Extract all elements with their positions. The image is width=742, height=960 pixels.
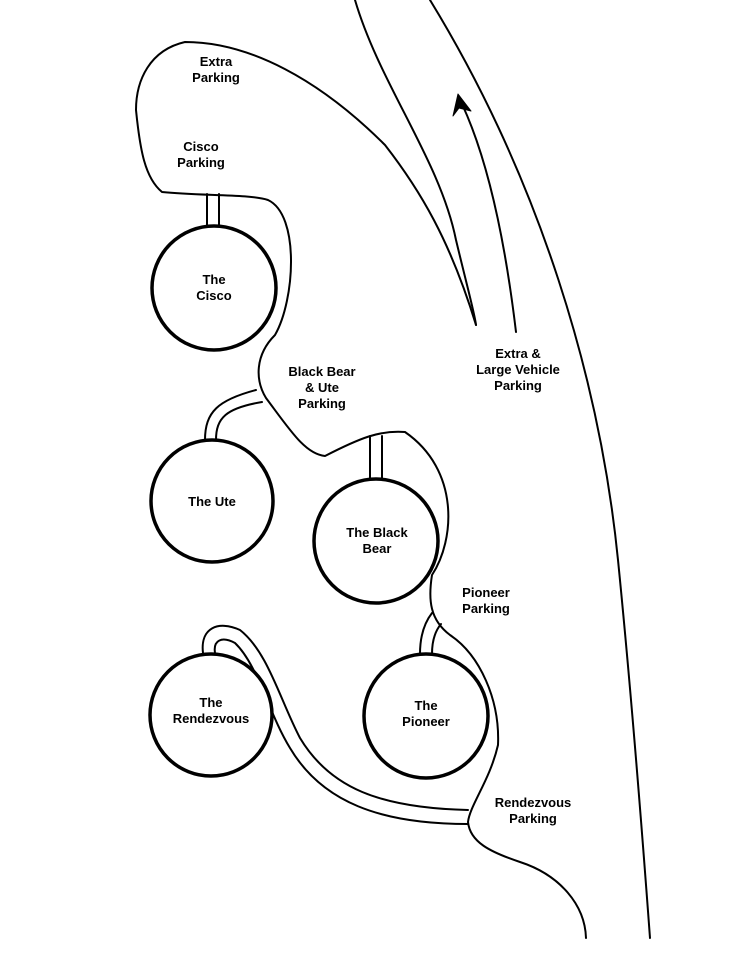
ute-connector-outer [204, 389, 257, 441]
pioneer-connector-outer [419, 612, 433, 655]
lodge-pioneer [362, 652, 490, 780]
cisco-parking-label: Cisco Parking [177, 139, 225, 170]
pioneer-parking-label: Pioneer Parking [462, 585, 510, 616]
lodge-ute-label: The Ute [188, 494, 236, 509]
pioneer-connector-inner [431, 623, 442, 655]
lodge-pioneer-label: The Pioneer [402, 698, 450, 729]
main-road-right-edge [429, 0, 651, 939]
main-road-left-edge [354, 0, 477, 326]
arrow-up-icon [452, 93, 472, 117]
lodge-black-bear-label: The Black Bear [346, 525, 408, 556]
black-bear-ute-parking-label: Black Bear & Ute Parking [288, 364, 356, 411]
direction-arrow-line [461, 103, 517, 333]
rendezvous-road-inner [213, 638, 469, 825]
ute-connector-inner [215, 401, 263, 441]
lodge-cisco [150, 224, 278, 352]
extra-parking-label: Extra Parking [192, 54, 240, 85]
rendezvous-road-outer [201, 624, 469, 811]
rendezvous-parking-label: Rendezvous Parking [494, 795, 572, 826]
lodge-cisco-label: The Cisco [196, 272, 232, 303]
parking-lot-outline [135, 41, 587, 939]
extra-large-vehicle-parking-label: Extra & Large Vehicle Parking [476, 346, 560, 393]
lodge-ute [149, 438, 275, 564]
lodge-rendezvous-label: The Rendezvous [172, 695, 250, 726]
lodge-rendezvous [148, 652, 274, 778]
lodge-black-bear [312, 477, 440, 605]
